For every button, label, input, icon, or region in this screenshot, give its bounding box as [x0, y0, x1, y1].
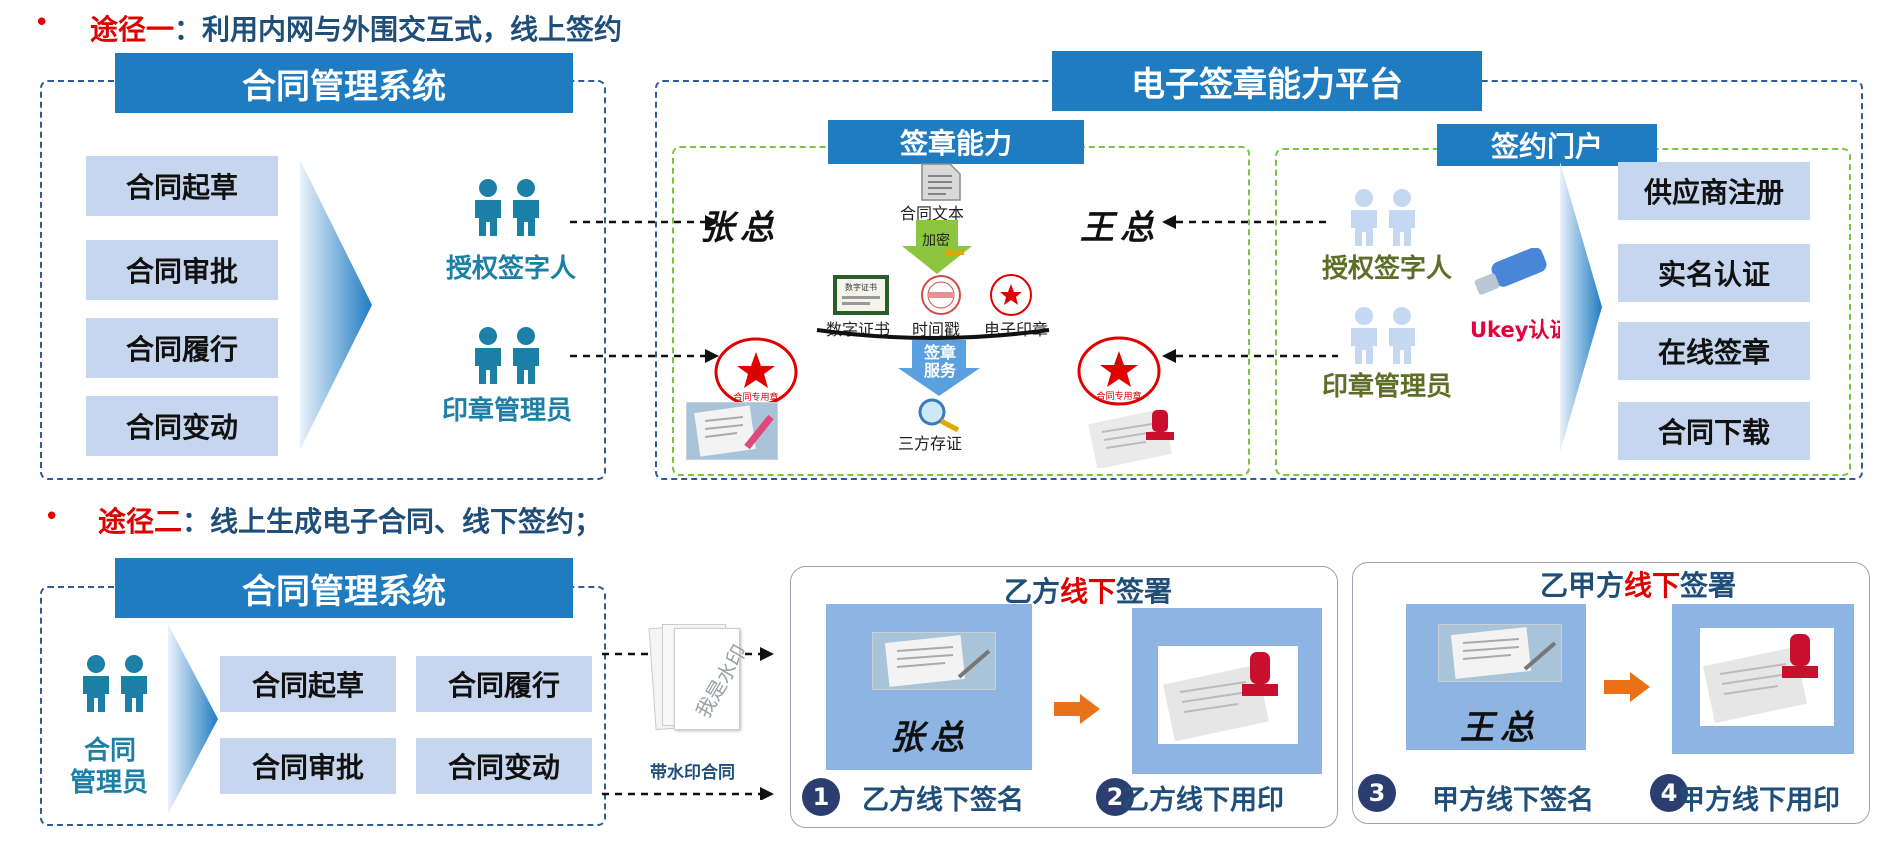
signature-zhang: 张总 [700, 208, 780, 248]
watermark-doc-image: 我是水印 [648, 620, 752, 740]
party-ab-doc-image [1438, 624, 1562, 682]
usb-key-icon [1474, 248, 1547, 295]
step-number-1: 1 [802, 778, 840, 816]
portal-title: 签约门户 [1437, 124, 1657, 166]
encrypt-label: 加密 [922, 233, 950, 249]
party-b-title-red: 线下 [1060, 575, 1117, 608]
portal-role-seal-admin: 印章管理员 [1322, 372, 1453, 402]
evidence-label: 三方存证 [898, 434, 963, 453]
step-4-text: 甲方线下用印 [1678, 785, 1840, 816]
party-ab-title-pre: 乙甲方 [1540, 569, 1625, 602]
step-number-3: 3 [1358, 774, 1396, 812]
party-b-title: 乙方线下签署 [1004, 570, 1172, 610]
bottom-item-change: 合同变动 [416, 738, 592, 794]
bullet-marker: • [34, 8, 50, 38]
orange-arrow-icon [1054, 694, 1100, 724]
portal-item-online-sign: 在线签章 [1618, 322, 1810, 380]
party-ab-signature: 王总 [1460, 708, 1540, 748]
seal-text: 合同专用章 [733, 391, 778, 403]
party-b-stamp-image [1158, 646, 1298, 744]
top-cms-item-draft: 合同起草 [86, 156, 278, 216]
party-b-signature: 张总 [890, 718, 970, 758]
key-icon [945, 249, 964, 257]
e-seal-icon [990, 274, 1032, 316]
step-2-text: 乙方线下用印 [1122, 785, 1284, 816]
bottom-role-line1: 合同 [84, 736, 137, 766]
contract-text-label: 合同文本 [900, 204, 965, 223]
timestamp-icon [921, 275, 961, 315]
party-b-title-pre: 乙方 [1004, 575, 1061, 608]
route1-heading: 途径一：利用内网与外围交互式，线上签约 [90, 8, 622, 48]
orange-arrow-icon [1604, 672, 1650, 702]
step-3-text: 甲方线下签名 [1432, 785, 1594, 816]
magnifier-icon [918, 398, 960, 432]
certificate-icon: 数字证书 [833, 275, 889, 315]
portal-item-contract-download: 合同下载 [1618, 402, 1810, 460]
tray-bracket [816, 328, 1050, 340]
platform-title: 电子签章能力平台 [1052, 51, 1482, 111]
ukey-label: Ukey认证 [1470, 318, 1571, 342]
flow-chevron-icon [1560, 162, 1602, 452]
step-number-4: 4 [1650, 774, 1688, 812]
bottom-role-line2: 管理员 [70, 768, 149, 798]
route2-text: ：线上生成电子合同、线下签约； [182, 505, 603, 538]
party-b-title-post: 签署 [1116, 575, 1173, 608]
people-icon [475, 179, 539, 236]
top-cms-item-change: 合同变动 [86, 396, 278, 456]
people-icon [475, 327, 539, 384]
route1-text: ：利用内网与外围交互式，线上签约 [174, 13, 623, 46]
svg-text:数字证书: 数字证书 [845, 282, 877, 292]
top-cms-item-approve: 合同审批 [86, 240, 278, 300]
signing-capability-title: 签章能力 [828, 120, 1084, 164]
step-1-text: 乙方线下签名 [862, 785, 1024, 816]
route1-label: 途径一 [90, 13, 175, 46]
flow-chevron-icon [300, 160, 372, 450]
timestamp-label: 时间戳 [912, 320, 961, 339]
flow-chevron-icon [168, 624, 218, 814]
route2-heading: 途径二：线上生成电子合同、线下签约； [98, 500, 602, 540]
document-icon [921, 163, 961, 201]
portal-role-authorized-signer: 授权签字人 [1322, 254, 1453, 284]
stamped-doc-image [1086, 402, 1192, 470]
party-ab-title-red: 线下 [1624, 569, 1681, 602]
step-number-2: 2 [1096, 778, 1134, 816]
party-b-doc-image [872, 632, 996, 690]
people-icon [83, 655, 147, 712]
bottom-item-perform: 合同履行 [416, 656, 592, 712]
watermark-doc-label: 带水印合同 [650, 763, 735, 783]
people-icon [1351, 307, 1415, 364]
dashed-arrows-left [570, 215, 719, 363]
sign-service-label: 签章服务 [923, 343, 956, 380]
bottom-cms-title: 合同管理系统 [115, 558, 573, 618]
top-cms-item-perform: 合同履行 [86, 318, 278, 378]
route2-label: 途径二 [98, 505, 183, 538]
party-ab-title: 乙甲方线下签署 [1540, 564, 1736, 604]
encrypt-arrow-icon [902, 220, 972, 274]
contract-seal-icon: 合同专用章 [714, 337, 798, 407]
portal-item-realname-auth: 实名认证 [1618, 244, 1810, 302]
bullet-marker: • [44, 502, 60, 532]
role-authorized-signer: 授权签字人 [446, 254, 577, 284]
party-ab-title-post: 签署 [1680, 569, 1737, 602]
people-icon [1351, 189, 1415, 246]
party-ab-stamp-image [1700, 628, 1834, 726]
role-seal-admin: 印章管理员 [442, 396, 573, 426]
seal-text: 合同专用章 [1096, 390, 1141, 402]
bottom-item-draft: 合同起草 [220, 656, 396, 712]
signing-doc-image [686, 402, 778, 460]
bottom-item-approve: 合同审批 [220, 738, 396, 794]
contract-seal-icon: 合同专用章 [1077, 336, 1161, 406]
portal-item-supplier-register: 供应商注册 [1618, 162, 1810, 220]
service-arrow-icon [898, 340, 980, 396]
top-cms-title: 合同管理系统 [115, 53, 573, 113]
dashed-arrows-right [1162, 215, 1338, 363]
signature-wang: 王总 [1080, 208, 1160, 248]
